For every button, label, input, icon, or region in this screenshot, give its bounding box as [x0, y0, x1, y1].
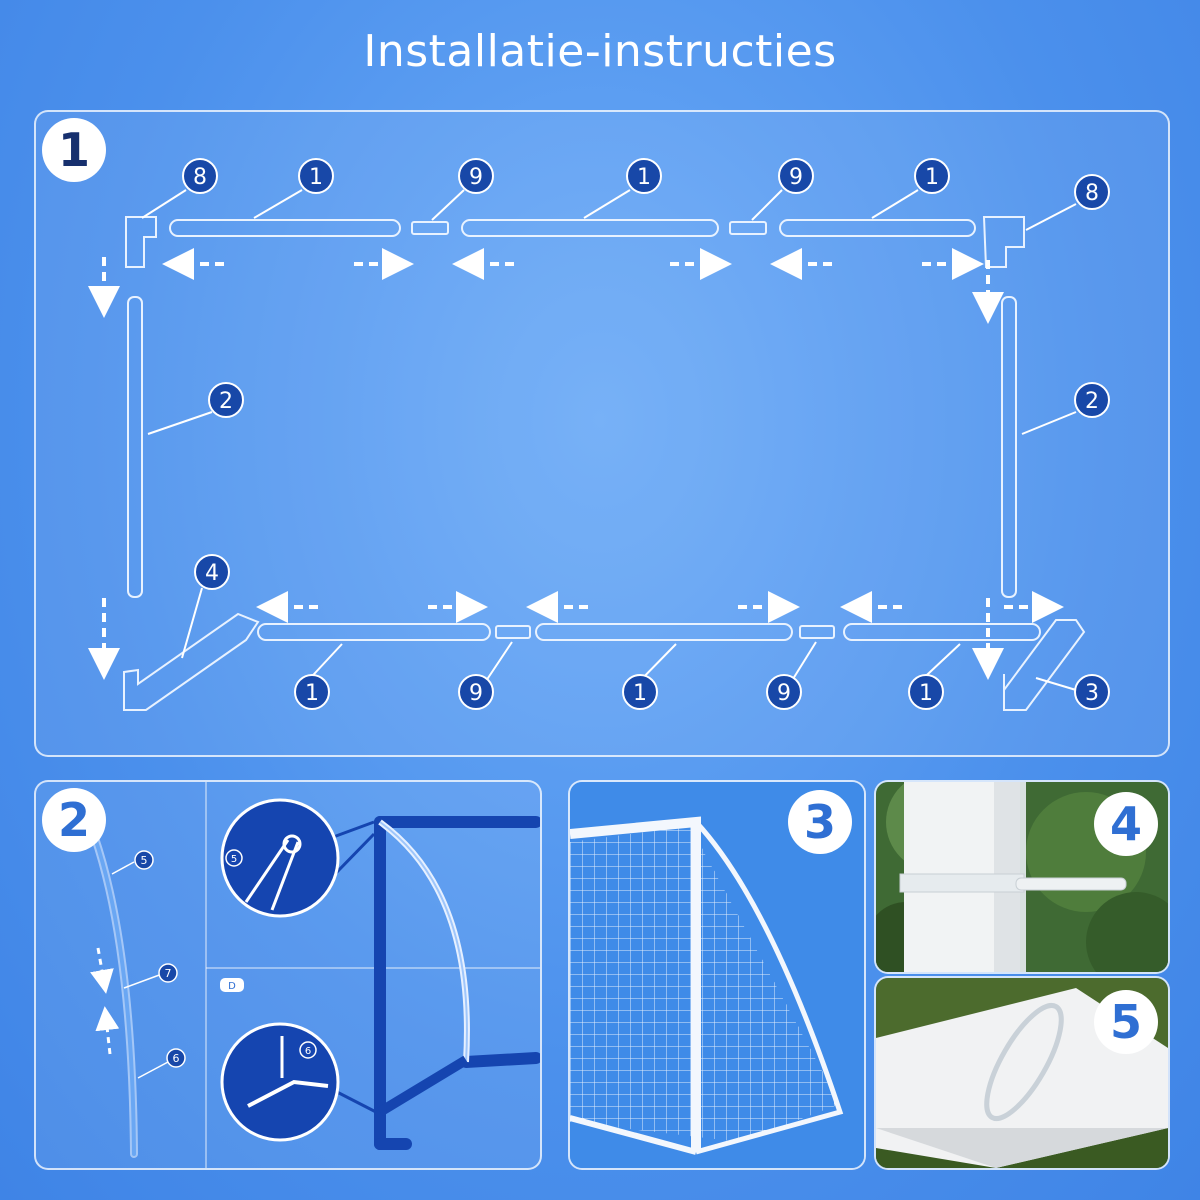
cable-tie-photo: [876, 782, 1168, 972]
part-3-corner: 3: [1074, 674, 1110, 710]
left-pole: [127, 296, 143, 598]
arch-assembly-diagram: 5 7 6 5 6 D: [72, 782, 540, 1168]
bottom-tube-right: [843, 623, 1041, 641]
part-2-right: 2: [1074, 382, 1110, 418]
svg-text:9: 9: [469, 681, 483, 706]
ground-hook-photo: [876, 978, 1168, 1168]
svg-text:8: 8: [1085, 181, 1099, 206]
bottom-connector-1: [495, 625, 531, 639]
step-1-badge: 1: [42, 118, 106, 182]
step-5-panel: 5: [874, 976, 1170, 1170]
right-pole: [1001, 296, 1017, 598]
svg-text:D: D: [228, 981, 236, 992]
svg-text:2: 2: [219, 389, 233, 414]
bottom-tube-mid: [535, 623, 793, 641]
part-8-top-right: 8: [1074, 174, 1110, 210]
top-right-elbow: [982, 216, 1025, 268]
svg-text:8: 8: [193, 165, 207, 190]
tag-d: [220, 978, 244, 992]
step-2-panel: 5 7 6 5 6 D 2: [34, 780, 542, 1170]
top-connector-2: [729, 221, 767, 235]
part-4-corner: 4: [194, 554, 230, 590]
svg-text:9: 9: [789, 165, 803, 190]
svg-text:9: 9: [469, 165, 483, 190]
part-badges: 8 1 9 1 9 1 8 2 2 4 3 1 9 1 9 1: [182, 158, 1110, 710]
bottom-connector-2: [799, 625, 835, 639]
part-1-bottom-left: 1: [294, 674, 330, 710]
part-1-bottom-right: 1: [908, 674, 944, 710]
svg-text:3: 3: [1085, 681, 1099, 706]
svg-text:1: 1: [309, 165, 323, 190]
step-4-badge: 4: [1094, 792, 1158, 856]
svg-text:6: 6: [305, 1046, 311, 1057]
svg-text:5: 5: [141, 854, 148, 867]
part-9-bottom-right: 9: [766, 674, 802, 710]
svg-text:1: 1: [925, 165, 939, 190]
zoom-top: [220, 798, 340, 918]
part-9-top-right: 9: [778, 158, 814, 194]
svg-text:1: 1: [637, 165, 651, 190]
svg-text:1: 1: [633, 681, 647, 706]
top-connector-1: [411, 221, 449, 235]
part-1-top-left: 1: [298, 158, 334, 194]
svg-text:7: 7: [165, 967, 172, 980]
part-1-bottom-mid: 1: [622, 674, 658, 710]
bottom-tube-left: [257, 623, 491, 641]
step-2-badge: 2: [42, 788, 106, 852]
goal-illustration: [570, 782, 864, 1168]
step2-part-badges: 5 7 6: [134, 850, 186, 1068]
svg-text:5: 5: [231, 854, 237, 865]
part-2-left: 2: [208, 382, 244, 418]
zoom-bottom: [220, 1022, 340, 1142]
part-9-top-left: 9: [458, 158, 494, 194]
step-4-panel: 4: [874, 780, 1170, 974]
svg-text:9: 9: [777, 681, 791, 706]
top-tube-left: [169, 219, 401, 237]
svg-text:2: 2: [1085, 389, 1099, 414]
part-1-top-right: 1: [914, 158, 950, 194]
svg-text:4: 4: [205, 561, 219, 586]
top-left-elbow: [125, 216, 157, 268]
svg-text:1: 1: [919, 681, 933, 706]
step-3-panel: 3: [568, 780, 866, 1170]
step-5-badge: 5: [1094, 990, 1158, 1054]
part-9-bottom-left: 9: [458, 674, 494, 710]
step-1-panel: 1: [34, 110, 1170, 757]
top-tube-mid: [461, 219, 719, 237]
step-3-badge: 3: [788, 790, 852, 854]
part-1-top-mid: 1: [626, 158, 662, 194]
frame-diagram: 8 1 9 1 9 1 8 2 2 4 3 1 9 1 9 1: [88, 158, 1110, 711]
svg-text:6: 6: [173, 1052, 180, 1065]
part-8-top-left: 8: [182, 158, 218, 194]
top-tube-right: [779, 219, 976, 237]
svg-text:1: 1: [305, 681, 319, 706]
page-title: Installatie-instructies: [363, 26, 837, 77]
bottom-right-corner: [1003, 619, 1086, 711]
